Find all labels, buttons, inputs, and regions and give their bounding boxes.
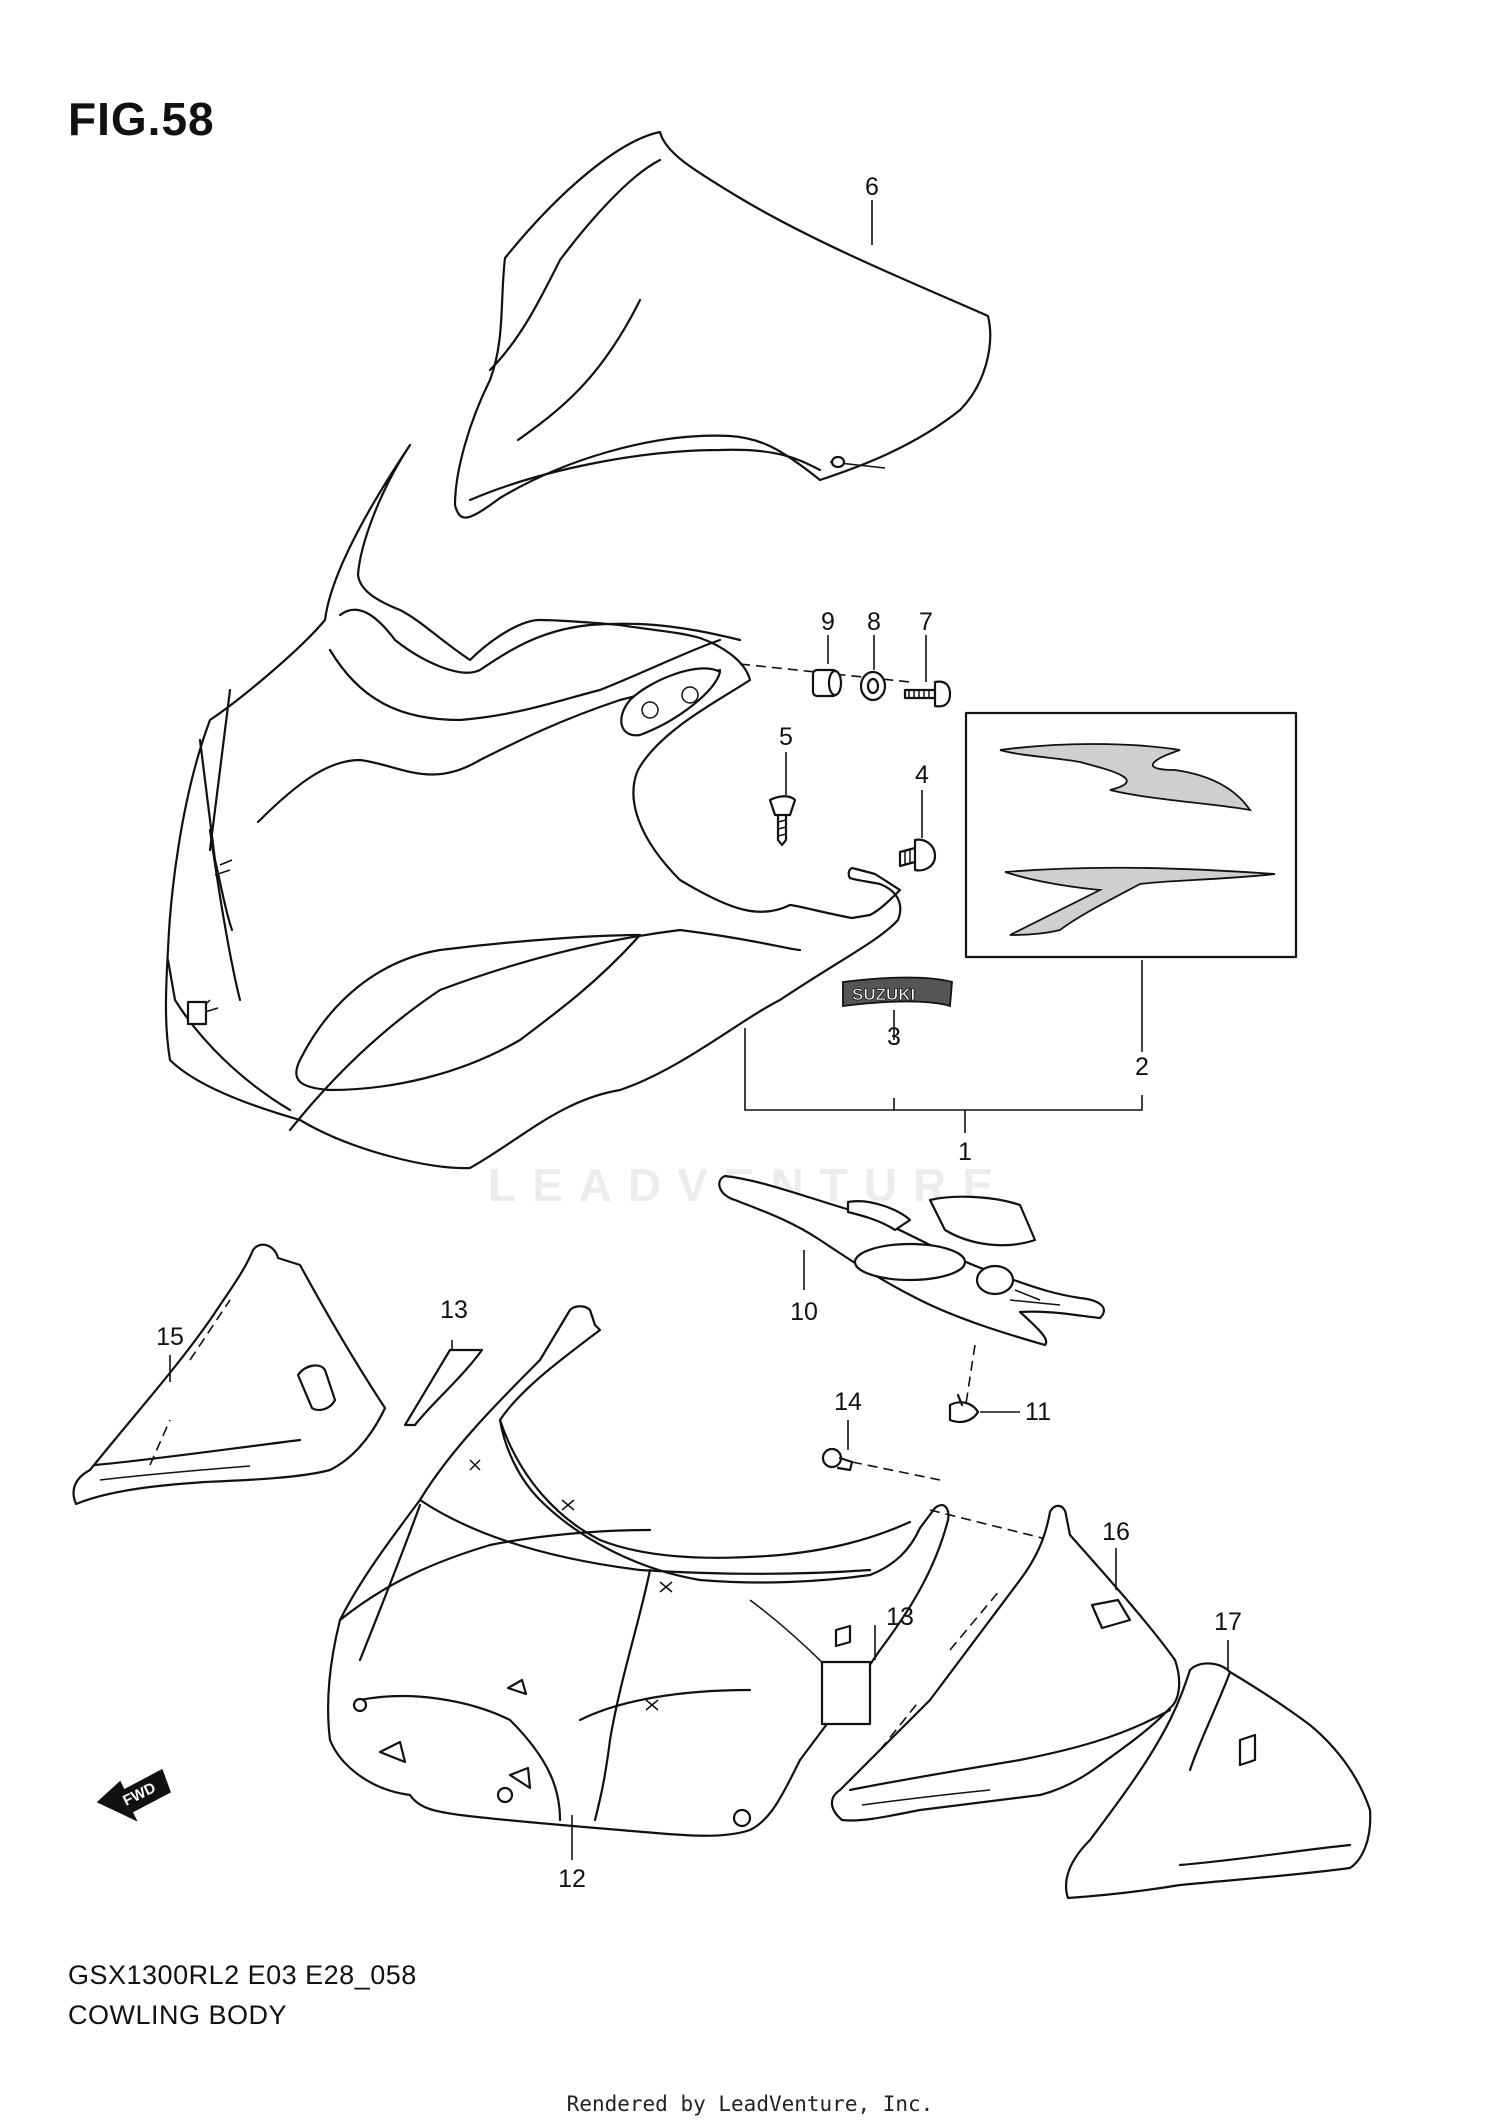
callout-16: 16 (1102, 1518, 1130, 1546)
part-11-screw[interactable] (948, 1393, 980, 1423)
part-13-upper-trim[interactable] (403, 1348, 484, 1427)
callout-9: 9 (821, 608, 835, 636)
callout-13-lower: 13 (886, 1603, 914, 1631)
callout-3: 3 (887, 1023, 901, 1051)
part-8-washer[interactable] (859, 670, 887, 702)
part-7-screw[interactable] (903, 680, 952, 708)
figure-title: FIG.58 (68, 93, 215, 145)
callout-15: 15 (156, 1323, 184, 1351)
callout-7: 7 (919, 608, 933, 636)
forward-direction-arrow: FWD (96, 1768, 171, 1822)
part-15-side-panel[interactable] (72, 1243, 387, 1506)
callout-5: 5 (779, 723, 793, 751)
part-14-clip[interactable] (821, 1447, 941, 1481)
callout-numbers: 6 9 8 7 5 4 2 3 1 10 11 14 15 13 13 16 1… (156, 173, 1242, 1893)
callout-14: 14 (834, 1388, 862, 1416)
part-17-side-cover[interactable] (1064, 1662, 1372, 1900)
callout-8: 8 (867, 608, 881, 636)
callout-12: 12 (558, 1865, 586, 1893)
callout-4: 4 (915, 761, 929, 789)
callout-1: 1 (958, 1138, 972, 1166)
leader-lines (169, 200, 1229, 1860)
model-code: GSX1300RL2 E03 E28_058 (68, 1960, 417, 1990)
part-9-spacer[interactable] (739, 663, 911, 698)
callout-13-upper: 13 (440, 1296, 468, 1324)
part-12-lower-cowling[interactable] (326, 1305, 1051, 1837)
callout-10: 10 (790, 1298, 818, 1326)
part-16-side-panel[interactable] (830, 1504, 1181, 1822)
part-2-decal-set[interactable] (964, 711, 1298, 959)
emblem-label: SUZUKI (852, 985, 915, 1004)
render-credit: Rendered by LeadVenture, Inc. (566, 2092, 934, 2116)
part-5-tapping-screw[interactable] (768, 795, 797, 847)
part-1-upper-cowling[interactable] (164, 443, 902, 1170)
callout-11: 11 (1025, 1398, 1051, 1426)
callout-2: 2 (1135, 1053, 1149, 1081)
callout-17: 17 (1214, 1608, 1242, 1636)
section-name: COWLING BODY (68, 2000, 288, 2030)
part-13-lower-pad[interactable] (820, 1660, 872, 1726)
part-6-windscreen[interactable] (453, 130, 992, 519)
callout-6: 6 (865, 173, 879, 201)
part-10-inner-panel[interactable] (718, 1174, 1105, 1411)
part-3-emblem[interactable]: SUZUKI (842, 976, 953, 1008)
part-4-screw[interactable] (898, 838, 937, 872)
